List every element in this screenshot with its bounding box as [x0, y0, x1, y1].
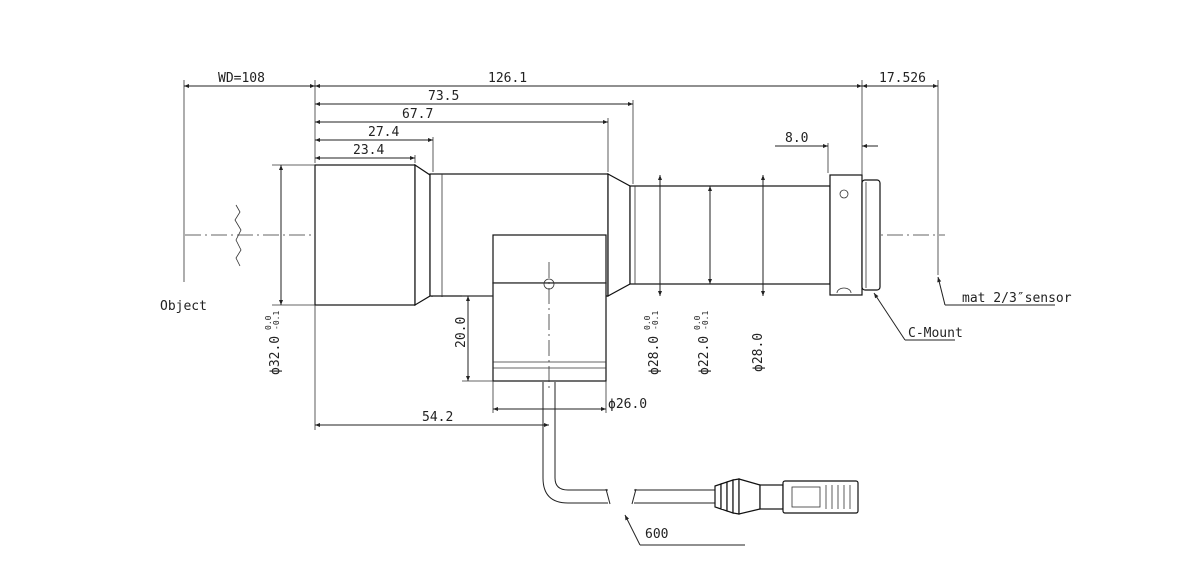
cable-inner — [554, 382, 608, 491]
connector-boot — [738, 478, 761, 515]
object-label: Object — [160, 299, 207, 314]
dim-73-5: 73.5 — [428, 89, 459, 104]
side-port — [492, 234, 607, 390]
dim-side-height: 20.0 — [454, 317, 469, 348]
dim-side-dia: ϕ26.0 — [608, 397, 647, 412]
c-mount-ring — [829, 174, 863, 296]
sensor-label: mat 2/3″sensor — [962, 291, 1072, 306]
dim-dia-28-left: ϕ28.0 — [647, 336, 662, 375]
rear-taper — [607, 172, 631, 298]
cable-length-label: 600 — [645, 527, 668, 542]
cable-connector — [714, 478, 859, 515]
dim-total-length: 126.1 — [488, 71, 527, 86]
mount-screw-top — [839, 189, 849, 199]
side-port-lower — [492, 282, 607, 382]
connector-housing — [782, 480, 859, 514]
side-port-upper — [492, 234, 607, 284]
dim-67-7: 67.7 — [402, 107, 433, 122]
dim-dia-front-tol-upper: 0.0 — [264, 315, 273, 330]
dim-dia-28-tol-upper: 0.0 — [643, 315, 652, 330]
front-taper — [414, 163, 431, 307]
break-symbol — [234, 204, 242, 267]
dim-dia-28-right: ϕ28.0 — [751, 333, 766, 372]
diameter-dimensions: ϕ32.0 0.0 -0.1 ϕ28.0 0.0 -0.1 ϕ22.0 0.0 … — [264, 164, 766, 382]
dim-dia-front: ϕ32.0 — [268, 336, 283, 375]
dim-dia-22-tol-upper: 0.0 — [693, 315, 702, 330]
dim-mount-length: 8.0 — [785, 131, 808, 146]
dim-dia-28-tol-lower: -0.1 — [651, 311, 660, 330]
rear-tube — [629, 185, 831, 285]
dim-dia-22-tol-lower: -0.1 — [701, 311, 710, 330]
bottom-dimensions: ϕ26.0 54.2 — [314, 305, 647, 430]
callouts: mat 2/3″sensor C-Mount 600 — [624, 276, 1072, 546]
cable — [542, 382, 715, 505]
mount-screw-bottom — [836, 287, 852, 294]
top-dimensions: WD=108 126.1 17.526 73.5 67.7 27.4 23.4 … — [184, 71, 939, 275]
c-mount-thread — [861, 179, 881, 291]
dim-dia-22: ϕ22.0 — [697, 336, 712, 375]
dim-dia-front-tol-lower: -0.1 — [272, 311, 281, 330]
dim-sensor-offset: 17.526 — [879, 71, 926, 86]
dim-side-offset: 54.2 — [422, 410, 453, 425]
dim-23-4: 23.4 — [353, 143, 384, 158]
dim-wd: WD=108 — [218, 71, 265, 86]
mount-label: C-Mount — [908, 326, 963, 341]
dim-27-4: 27.4 — [368, 125, 399, 140]
front-barrel — [314, 164, 416, 306]
cable-outer — [542, 382, 608, 504]
